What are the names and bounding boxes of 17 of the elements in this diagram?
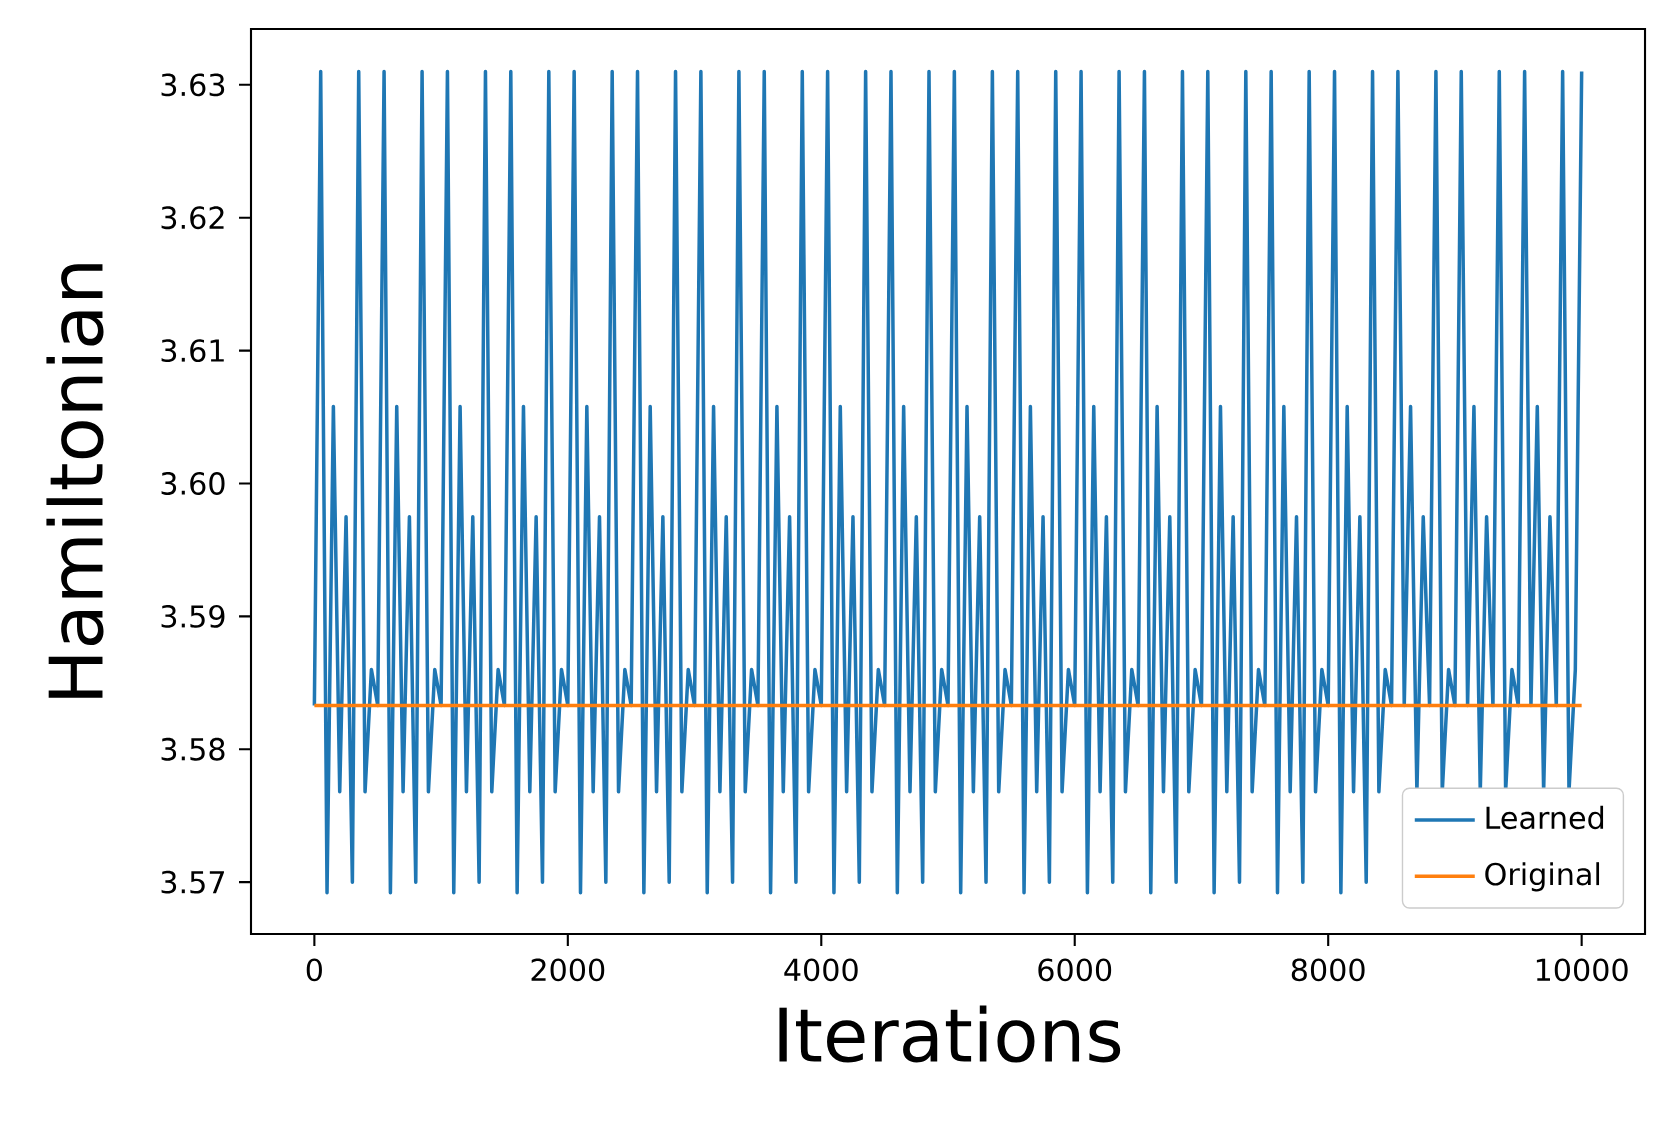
tick-label: 2000 <box>531 958 605 982</box>
tick-label: 6000 <box>1038 958 1112 982</box>
tick-label: 3.62 <box>161 206 224 230</box>
tick-label: 3.60 <box>161 472 225 495</box>
tick-label: 3.61 <box>161 339 224 363</box>
tick-label: 3.59 <box>161 604 225 628</box>
tick-label: 3.58 <box>161 737 225 761</box>
legend-label: Learned <box>1486 805 1604 830</box>
tick-label: 3.57 <box>161 870 224 894</box>
axis-title: Iterations <box>779 1005 1121 1063</box>
tick-label: 0 <box>306 958 322 982</box>
tick-label: 4000 <box>784 958 858 982</box>
axis-title: Hamiltonian <box>46 264 104 698</box>
tick-label: 3.63 <box>161 73 225 97</box>
tick-label: 10000 <box>1536 958 1628 982</box>
tick-label: 8000 <box>1291 958 1365 982</box>
legend-label: Original <box>1485 862 1600 892</box>
